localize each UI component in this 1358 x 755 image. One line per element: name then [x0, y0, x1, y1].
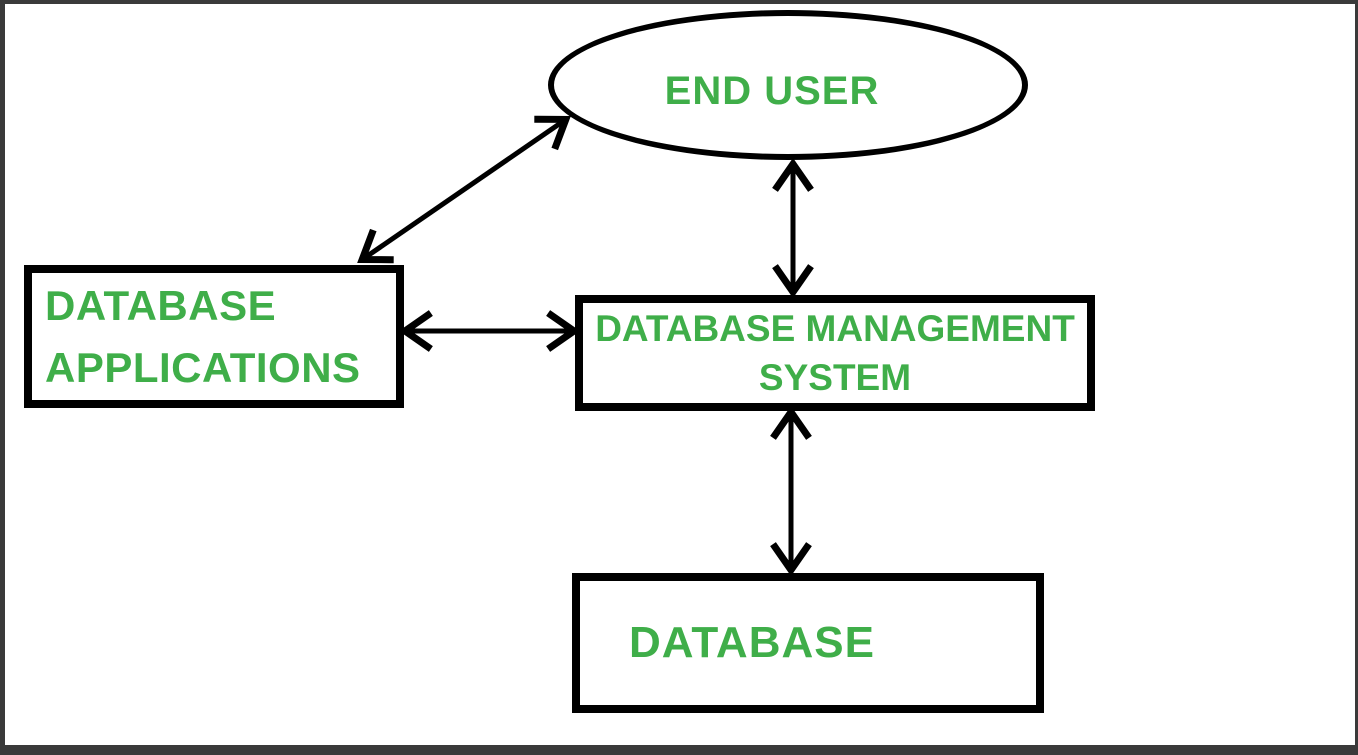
diagram-arrows [357, 115, 814, 577]
node-end-user: END USER [548, 10, 1028, 160]
arrow-enduser-databaseapplications [357, 115, 571, 264]
node-database: DATABASE [572, 573, 1044, 713]
node-database-applications: DATABASE APPLICATIONS [24, 265, 404, 408]
node-end-user-label: END USER [664, 68, 880, 113]
node-database-label: DATABASE [629, 618, 875, 667]
diagram-canvas: END USER DATABASE APPLICATIONS DATABASE … [5, 4, 1355, 745]
node-database-management-system: DATABASE MANAGEMENT SYSTEM [575, 295, 1095, 411]
node-database-applications-label: DATABASE APPLICATIONS [45, 281, 361, 391]
node-database-management-system-label: DATABASE MANAGEMENT SYSTEM [595, 308, 1075, 398]
